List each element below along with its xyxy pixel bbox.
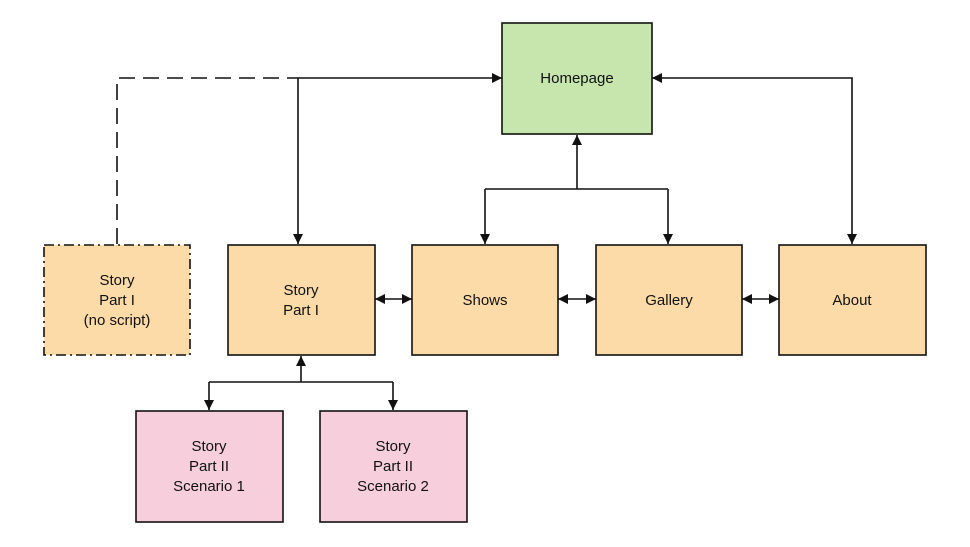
node-label-line: Shows: [462, 292, 507, 309]
node-label-line: Story: [375, 438, 411, 455]
node-label-line: Part I: [283, 302, 319, 319]
node-label-line: Scenario 1: [173, 478, 245, 495]
edge-noscript-homepage: [116, 77, 298, 244]
node-homepage: Homepage: [501, 22, 653, 135]
node-label-line: Gallery: [645, 292, 693, 309]
connectors: [116, 73, 857, 410]
edge-story-homepage: [293, 73, 502, 244]
node-label-line: (no script): [84, 312, 151, 329]
node-shows-label: Shows: [462, 292, 507, 309]
node-gallery: Gallery: [595, 244, 743, 356]
node-homepage-label: Homepage: [540, 70, 613, 87]
edge-about-homepage: [652, 73, 857, 244]
node-about-label: About: [832, 292, 872, 309]
node-label-line: Part II: [189, 458, 229, 475]
node-label-line: About: [832, 292, 872, 309]
node-label-line: Story: [99, 272, 135, 289]
node-label-line: Scenario 2: [357, 478, 429, 495]
node-about: About: [778, 244, 927, 356]
node-shows: Shows: [411, 244, 559, 356]
node-label-line: Story: [191, 438, 227, 455]
node-label-line: Part II: [373, 458, 413, 475]
node-gallery-label: Gallery: [645, 292, 693, 309]
node-label-line: Story: [283, 282, 319, 299]
node-label-line: Homepage: [540, 70, 613, 87]
node-label-line: Part I: [99, 292, 135, 309]
